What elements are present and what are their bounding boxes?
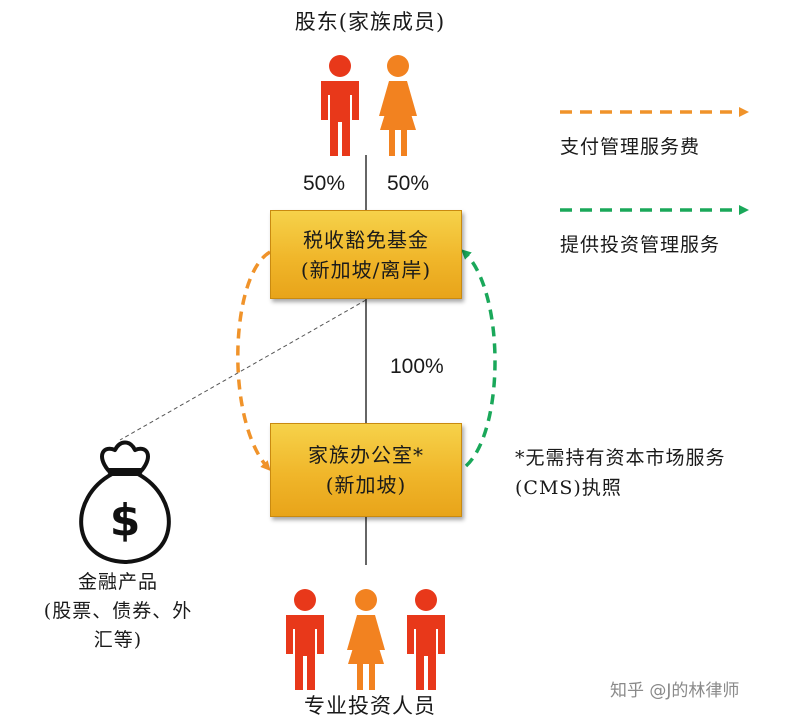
cms-license-note: *无需持有资本市场服务 (CMS)执照 — [515, 443, 795, 503]
fund-box-line1: 税收豁免基金 — [303, 227, 429, 252]
share-right-percent: 50% — [387, 172, 430, 195]
female-professional-icon — [347, 589, 385, 690]
financial-line3: 汇等) — [93, 629, 143, 651]
financial-line1: 金融产品 — [77, 571, 158, 593]
financial-products-link — [119, 299, 367, 441]
cms-note-line2: (CMS)执照 — [515, 477, 622, 499]
male-professional-icon — [286, 589, 324, 690]
svg-text:$: $ — [110, 495, 141, 546]
financial-line2: (股票、债券、外 — [43, 600, 193, 622]
shareholders-title: 股东(家族成员) — [294, 10, 446, 34]
legend-service-label: 提供投资管理服务 — [560, 234, 721, 256]
ownership-percent: 100% — [390, 355, 444, 378]
financial-products-label: 金融产品 (股票、债券、外 汇等) — [8, 568, 228, 655]
fee-flow-arrow — [236, 250, 271, 471]
female-shareholder-icon — [379, 55, 417, 156]
legend-fee-label: 支付管理服务费 — [560, 136, 701, 158]
watermark: 知乎 @J的林律师 — [610, 681, 740, 701]
male-professional-icon — [407, 589, 445, 690]
money-bag-icon: $ — [79, 440, 171, 564]
cms-note-line1: *无需持有资本市场服务 — [515, 447, 726, 469]
professionals-title: 专业投资人员 — [304, 694, 436, 718]
tax-exempt-fund-box: 税收豁免基金 (新加坡/离岸) — [270, 210, 462, 299]
male-shareholder-icon — [321, 55, 359, 156]
office-box-line1: 家族办公室* — [308, 443, 424, 467]
office-box-line2: (新加坡) — [325, 473, 407, 497]
service-flow-arrow — [461, 249, 497, 468]
fund-box-line2: (新加坡/离岸) — [300, 257, 432, 282]
share-left-percent: 50% — [303, 172, 346, 195]
family-office-box: 家族办公室* (新加坡) — [270, 423, 462, 517]
